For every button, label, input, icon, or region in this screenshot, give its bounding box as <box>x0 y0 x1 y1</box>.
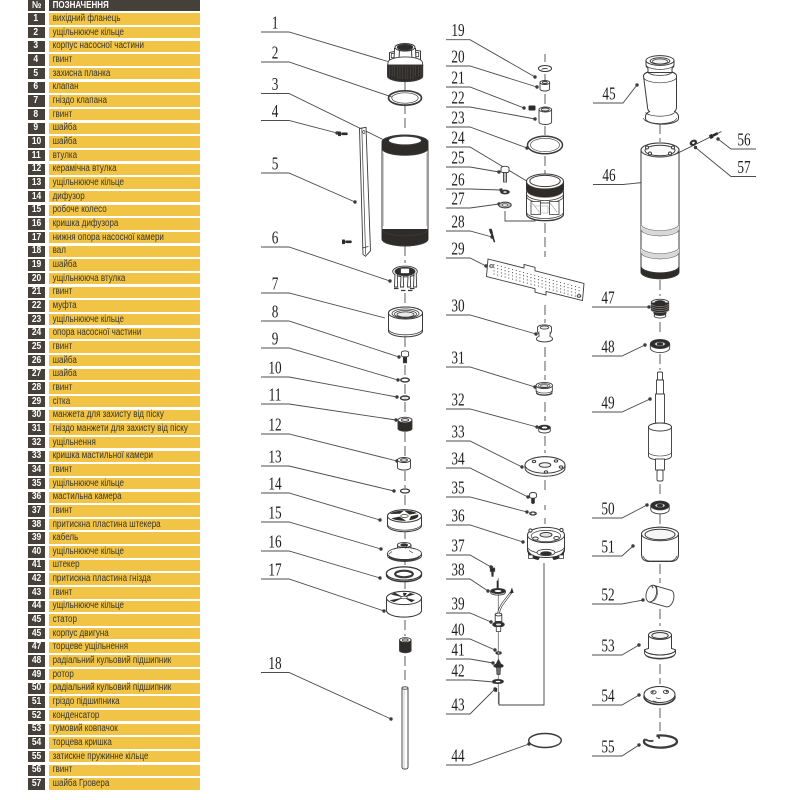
svg-text:25: 25 <box>451 149 464 169</box>
svg-text:56: 56 <box>737 131 750 151</box>
svg-text:54: 54 <box>601 687 614 707</box>
svg-text:23: 23 <box>451 109 464 129</box>
svg-text:28: 28 <box>451 213 464 233</box>
svg-text:27: 27 <box>451 190 464 210</box>
svg-text:32: 32 <box>451 391 464 411</box>
svg-text:42: 42 <box>451 662 464 682</box>
svg-text:57: 57 <box>737 158 750 178</box>
svg-text:21: 21 <box>451 69 464 89</box>
svg-text:41: 41 <box>451 641 464 661</box>
svg-text:1: 1 <box>272 14 279 34</box>
svg-text:13: 13 <box>268 448 281 468</box>
svg-text:30: 30 <box>451 297 464 317</box>
svg-text:7: 7 <box>272 275 279 295</box>
svg-text:8: 8 <box>272 303 279 323</box>
svg-text:18: 18 <box>268 654 281 674</box>
svg-text:44: 44 <box>451 747 464 767</box>
svg-text:31: 31 <box>451 349 464 369</box>
svg-text:37: 37 <box>451 537 464 557</box>
svg-text:36: 36 <box>451 507 464 527</box>
svg-text:5: 5 <box>272 155 279 175</box>
svg-text:47: 47 <box>601 289 614 309</box>
svg-text:29: 29 <box>451 240 464 260</box>
svg-text:35: 35 <box>451 479 464 499</box>
svg-text:49: 49 <box>601 394 614 414</box>
svg-text:43: 43 <box>451 696 464 716</box>
svg-text:53: 53 <box>601 637 614 657</box>
svg-text:39: 39 <box>451 595 464 615</box>
svg-text:10: 10 <box>268 359 281 379</box>
svg-text:24: 24 <box>451 129 464 149</box>
svg-text:14: 14 <box>268 475 281 495</box>
svg-text:34: 34 <box>451 450 464 470</box>
svg-text:3: 3 <box>272 75 279 95</box>
svg-text:15: 15 <box>268 504 281 524</box>
svg-text:38: 38 <box>451 561 464 581</box>
svg-text:40: 40 <box>451 621 464 641</box>
svg-text:48: 48 <box>601 338 614 358</box>
svg-text:51: 51 <box>601 538 614 558</box>
svg-text:11: 11 <box>269 386 282 406</box>
svg-text:9: 9 <box>272 330 279 350</box>
svg-text:4: 4 <box>272 102 279 122</box>
svg-text:52: 52 <box>601 586 614 606</box>
svg-text:22: 22 <box>451 89 464 109</box>
svg-text:50: 50 <box>601 500 614 520</box>
svg-text:46: 46 <box>602 166 615 186</box>
svg-text:2: 2 <box>272 44 279 64</box>
svg-text:26: 26 <box>451 171 464 191</box>
svg-text:6: 6 <box>272 229 279 249</box>
svg-text:16: 16 <box>268 533 281 553</box>
svg-text:55: 55 <box>601 738 614 758</box>
svg-text:12: 12 <box>268 416 281 436</box>
svg-text:20: 20 <box>451 48 464 68</box>
svg-text:45: 45 <box>602 85 615 105</box>
svg-text:17: 17 <box>268 561 281 581</box>
svg-text:33: 33 <box>451 423 464 443</box>
svg-text:19: 19 <box>451 21 464 41</box>
